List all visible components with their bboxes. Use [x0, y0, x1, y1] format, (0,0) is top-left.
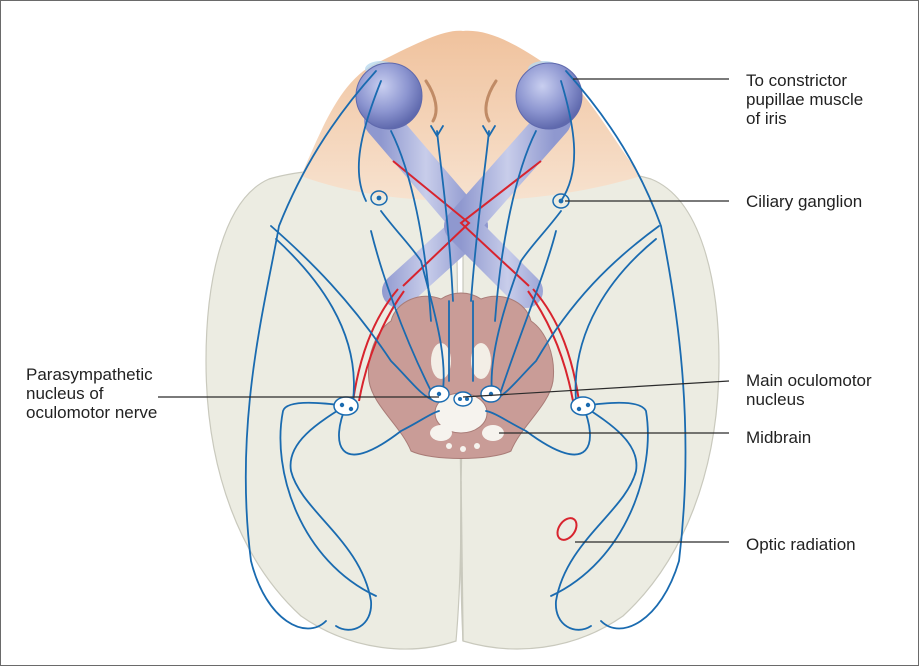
eye-right [516, 63, 582, 129]
label-midbrain: Midbrain [746, 428, 811, 447]
label-optic-radiation: Optic radiation [746, 535, 856, 554]
edinger-westphal-nucleus [454, 392, 472, 406]
nucleus-cell [340, 403, 344, 407]
ganglion-cell [377, 196, 382, 201]
label-ciliary-ganglion: Ciliary ganglion [746, 192, 862, 211]
nucleus-cell [586, 403, 590, 407]
midbrain-dot [474, 443, 480, 449]
cerebral-aqueduct-right [471, 343, 491, 379]
nucleus-cell [465, 397, 469, 401]
label-main-oculomotor-nucleus: Main oculomotor nucleus [746, 371, 872, 409]
nucleus-cell [577, 407, 581, 411]
colliculus-left [430, 425, 452, 441]
lateral-geniculate-right [571, 397, 595, 415]
label-parasympathetic-nucleus: Parasympathetic nucleus of oculomotor ne… [26, 365, 157, 422]
nucleus-cell [458, 397, 462, 401]
eye-left [356, 63, 422, 129]
label-constrictor-pupillae: To constrictor pupillae muscle of iris [746, 71, 863, 128]
nucleus-cell [349, 407, 353, 411]
ganglion-cell [559, 199, 564, 204]
midbrain-dot [446, 443, 452, 449]
face-region [301, 31, 641, 201]
lateral-geniculate-left [334, 397, 358, 415]
midbrain-dot [460, 446, 466, 452]
nucleus-cell [437, 392, 441, 396]
